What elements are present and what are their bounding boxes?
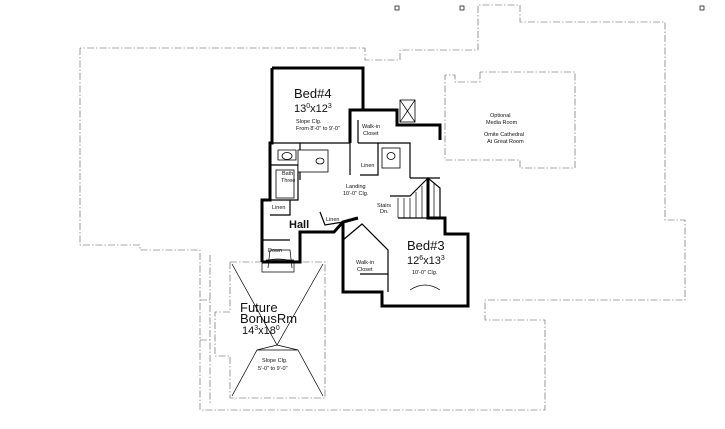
media-label: Optional Media Room Omite Cathedral At G… (484, 113, 524, 145)
media-line2: Media Room (486, 120, 518, 126)
media-line3: Omite Cathedral (484, 132, 524, 138)
landing-label: Landing 10'-0" Clg. (343, 184, 369, 197)
media-line4: At Great Room (487, 139, 524, 145)
stairs-line2: Dn. (380, 209, 389, 215)
exterior-walls (260, 66, 470, 308)
bath-label: Bath Three (281, 171, 295, 184)
bed3-note: 10'-0" Clg. (412, 270, 438, 276)
landing-line2: 10'-0" Clg. (343, 191, 369, 197)
stairs (266, 177, 441, 269)
bed3-dim: 126x133 (407, 255, 445, 267)
bed4-name: Bed#4 (294, 86, 332, 101)
bath-line2: Three (281, 178, 295, 184)
corner-marks (394, 5, 705, 11)
bed4-note2: From 8'-0" to 9'-0" (296, 126, 340, 132)
landing-line1: Landing (346, 184, 366, 190)
walkin-top-label: Walk-in Closet (362, 124, 380, 137)
walkin-bottom-line2: Closet (357, 267, 373, 273)
media-line1: Optional (490, 113, 511, 119)
stairs-line1: Stairs (377, 203, 391, 209)
bed4-dim: 130x123 (294, 103, 332, 115)
bonus-name2: BonusRm (240, 311, 297, 326)
bonus-label: Future BonusRm 143x180 Slope Clg. 5'-0" … (240, 300, 297, 372)
bed4-note1: Slope Clg. (296, 119, 322, 125)
fixtures (275, 99, 441, 291)
hall-label: Hall (289, 219, 309, 231)
linen-left-label: Linen (272, 205, 285, 211)
down-label: Down (268, 248, 282, 254)
linen-mid-label: Linen (326, 217, 339, 223)
bed3-name: Bed#3 (407, 238, 445, 253)
bonus-dim: 143x180 (242, 325, 280, 337)
bonus-note1: Slope Clg. (262, 358, 288, 364)
linen-top-label: Linen (361, 163, 374, 169)
interior-walls (262, 120, 440, 292)
bed4-label: Bed#4 130x123 Slope Clg. From 8'-0" to 9… (294, 86, 340, 132)
roof-outline (79, 4, 686, 411)
bed3-label: Bed#3 126x133 10'-0" Clg. (407, 238, 445, 276)
walkin-bottom-label: Walk-in Closet (356, 260, 374, 273)
stairs-label: Stairs Dn. (377, 203, 391, 215)
walkin-top-line1: Walk-in (362, 124, 380, 130)
bath-line1: Bath (282, 171, 293, 177)
bonus-name1: Future (240, 300, 278, 315)
walkin-bottom-line1: Walk-in (356, 260, 374, 266)
walkin-top-line2: Closet (363, 131, 379, 137)
bonus-note2: 5'-0" to 9'-0" (258, 366, 288, 372)
